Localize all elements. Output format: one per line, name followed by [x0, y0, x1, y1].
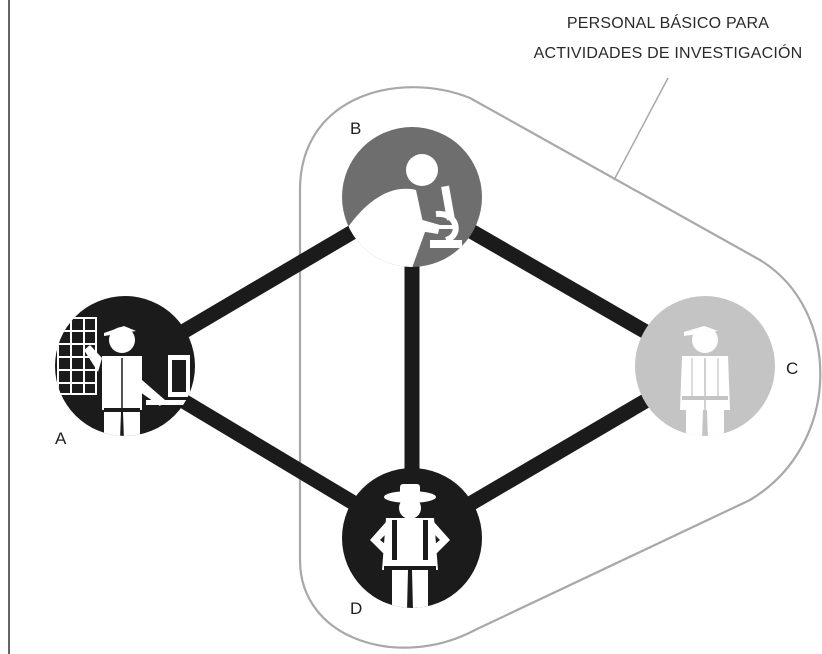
- node-c: C: [635, 296, 798, 436]
- researcher-with-computer-icon: [57, 317, 190, 436]
- person-with-cap-icon: [680, 326, 730, 436]
- annotation-leader-line: [613, 77, 669, 181]
- annotation-text-line1: PERSONAL BÁSICO PARA: [567, 13, 769, 32]
- node-b: B: [342, 119, 482, 267]
- scientist-with-microscope-icon: [346, 154, 462, 267]
- node-a: A: [55, 296, 195, 448]
- node-a-label: A: [55, 429, 67, 448]
- core-staff-group-outline: [298, 86, 822, 649]
- field-worker-with-hat-icon: [370, 484, 450, 608]
- node-d: D: [342, 468, 482, 618]
- node-b-label: B: [350, 119, 361, 138]
- node-c-label: C: [786, 359, 798, 378]
- annotation-text-line2: ACTIVIDADES DE INVESTIGACIÓN: [534, 43, 803, 62]
- node-d-label: D: [350, 599, 362, 618]
